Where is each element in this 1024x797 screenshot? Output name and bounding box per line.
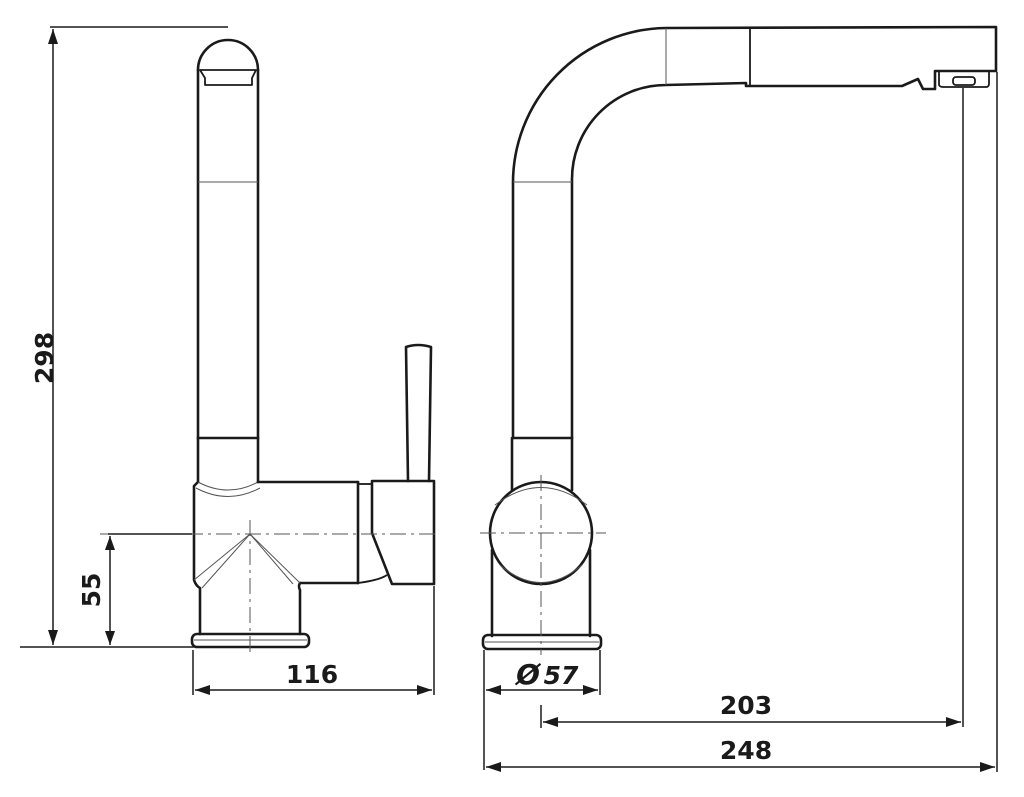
aerator bbox=[199, 69, 257, 86]
dimension-label-depth: 116 bbox=[286, 660, 338, 689]
handle-lever bbox=[404, 343, 433, 483]
spout-cap bbox=[196, 38, 260, 72]
diameter-symbol-icon: Ø bbox=[514, 658, 542, 691]
body-left-edge bbox=[192, 480, 202, 636]
dimension-label-diameter: 57 bbox=[544, 661, 579, 690]
side-view bbox=[480, 25, 998, 655]
front-view bbox=[100, 38, 440, 652]
dimension-label-reach: 203 bbox=[720, 691, 772, 720]
dimension-label-center-height: 55 bbox=[77, 573, 106, 608]
base-plate-side bbox=[481, 633, 603, 651]
handle-cartridge bbox=[370, 479, 436, 586]
dimension-label-height: 298 bbox=[30, 332, 59, 384]
spray-nozzle bbox=[938, 71, 990, 88]
dimension-lines bbox=[20, 26, 998, 772]
spout-body bbox=[511, 25, 998, 440]
dimension-label-length: 248 bbox=[720, 736, 772, 765]
